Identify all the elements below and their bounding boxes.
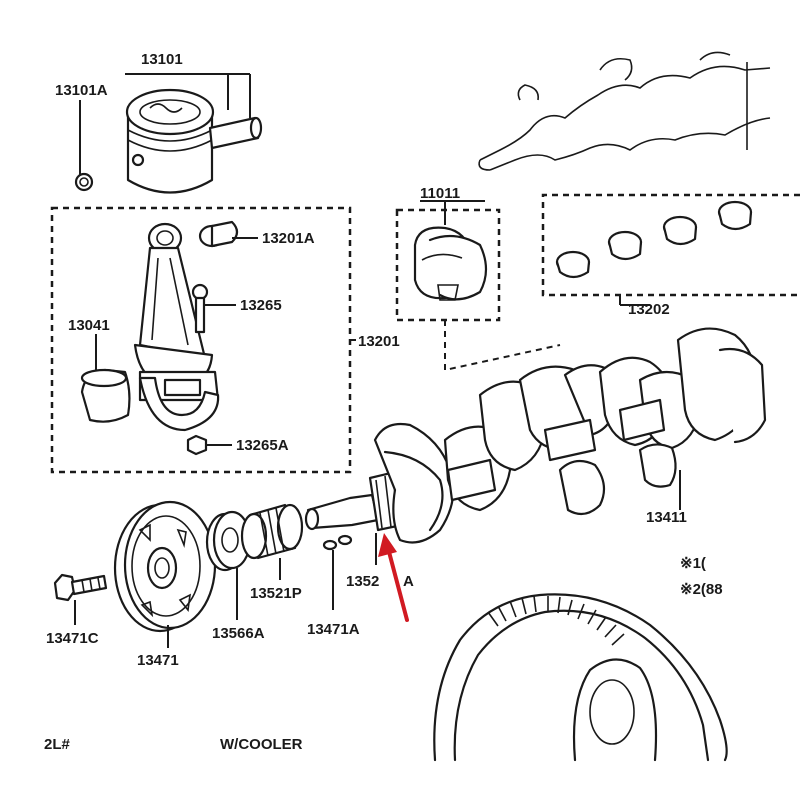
label-crank-key-suffix: A — [403, 573, 414, 590]
note-1: ※1( — [680, 555, 706, 572]
bearing-set-drawing — [555, 200, 753, 279]
crank-bearing-box — [395, 208, 501, 322]
label-crankshaft: 13411 — [646, 509, 687, 526]
bushing-drawing — [198, 220, 239, 248]
flywheel-drawing — [433, 593, 728, 762]
label-crank-key: 1352 — [346, 573, 379, 590]
key-drawing — [322, 534, 353, 551]
crankshaft-drawing — [304, 327, 767, 544]
conrod-bolt-drawing — [191, 283, 209, 334]
conrod-drawing — [133, 222, 220, 432]
footer-left-text: 2L# — [44, 736, 71, 753]
label-crank-bearing: 11011 — [420, 185, 460, 202]
label-key: 13471A — [307, 621, 360, 638]
footer-center-text: W/COOLER — [220, 736, 303, 753]
label-conrod-nut: 13265A — [236, 437, 289, 454]
note-2: ※2(88 — [680, 581, 723, 598]
timing-gear-drawing — [240, 503, 304, 560]
crank-bearing-drawing — [413, 226, 488, 301]
pulley-bolt-drawing — [53, 573, 108, 602]
label-timing-gear: 13521P — [250, 585, 302, 602]
label-spacer: 13566A — [212, 625, 265, 642]
red-pointer-arrow-icon — [378, 533, 409, 622]
conrod-nut-drawing — [186, 434, 208, 456]
piston-clip-drawing — [74, 172, 94, 192]
label-bushing: 13201A — [262, 230, 315, 247]
label-piston: 13101 — [141, 51, 183, 68]
spacer-drawing — [205, 510, 252, 572]
camshaft-sketch — [478, 51, 771, 171]
conrod-bearing-drawing — [80, 368, 131, 423]
label-conrod-bearing: 13041 — [68, 317, 110, 334]
label-piston-clip: 13101A — [55, 82, 108, 99]
label-conrod-bolt: 13265 — [240, 297, 282, 314]
label-pulley-bolt: 13471C — [46, 630, 99, 647]
label-conrod-assembly: 13201 — [358, 333, 400, 350]
crank-pulley-drawing — [113, 500, 217, 633]
bearing-set-box — [541, 193, 800, 297]
piston-drawing — [125, 88, 263, 194]
label-bearing-set: 13202 — [628, 301, 670, 318]
label-pulley: 13471 — [137, 652, 179, 669]
